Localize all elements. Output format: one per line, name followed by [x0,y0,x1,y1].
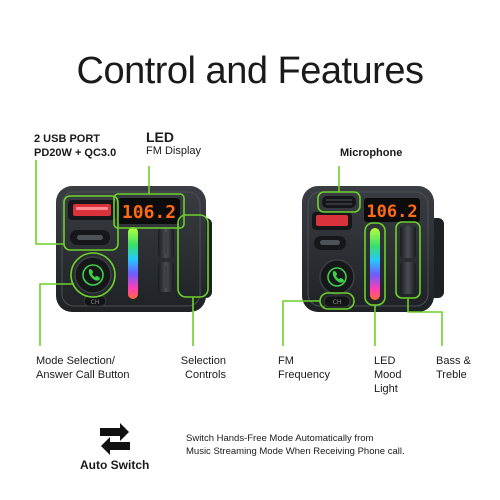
fm-display [118,198,180,224]
auto-switch-description: Switch Hands-Free Mode Automatically fro… [186,433,405,457]
ch-button[interactable] [83,295,107,307]
fm-display-value: 106.2 [122,202,176,223]
svg-text:CH: CH [333,299,342,306]
fm-display [364,198,420,222]
led-mood-light [370,228,380,300]
fm-display-value: 106.2 [366,202,417,222]
treble-wheel[interactable] [400,262,416,294]
bass-treble-label: Bass & Treble [436,355,471,381]
mode-button[interactable] [319,259,355,295]
auto-switch-label: Auto Switch [80,458,150,472]
bass-wheel[interactable] [400,226,416,258]
led-mood-light-label: LED Mood Light [374,355,402,395]
phone-icon [88,269,100,281]
fm-frequency-label: FM Frequency [278,355,330,381]
phone-icon [332,271,344,283]
led-display-label: LED FM Display [146,129,202,157]
device-left: 106.2 CH [56,186,212,312]
microphone-grille [322,196,356,208]
ch-button[interactable] [323,295,351,308]
usb-port-label: 2 USB PORT PD20W + QC3.0 [34,133,117,159]
svg-text:CH: CH [91,299,100,306]
page-title: Control and Features [76,50,424,92]
mode-button[interactable] [74,256,112,294]
callouts [35,160,443,346]
selection-controls-label: Selection Controls [180,355,226,381]
auto-switch-icon [100,423,130,455]
microphone-label: Microphone [340,147,403,159]
mode-selection-label: Mode Selection/ Answer Call Button [36,355,130,381]
led-mood-light [128,227,138,299]
device-right: 106.2 CH [302,186,444,312]
